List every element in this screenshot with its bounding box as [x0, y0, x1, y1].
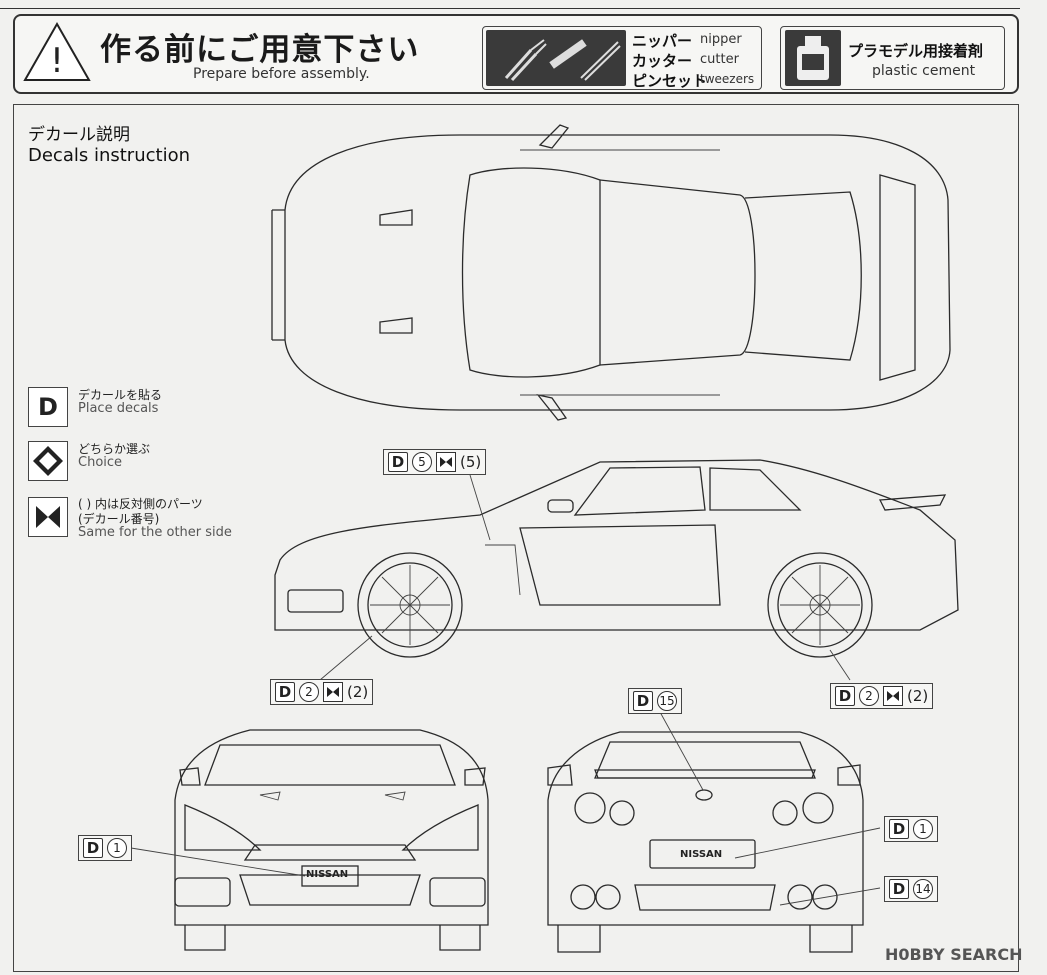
- svg-text:!: !: [50, 41, 64, 81]
- decal-frame: [13, 104, 1019, 972]
- cement-jp: プラモデル用接着剤: [848, 42, 984, 60]
- decal-number: 15: [657, 691, 677, 711]
- callout-side-mirror: D 5 (5): [383, 449, 487, 475]
- callout-rear-badge: D 1: [884, 816, 938, 842]
- prep-title: 作る前にご用意下さい: [100, 32, 420, 68]
- legend-mirror-jp2: (デカール番号): [78, 512, 160, 526]
- decal-icon: D: [388, 452, 408, 472]
- tool-nipper-jp: ニッパー: [632, 32, 693, 50]
- cement-en: plastic cement: [872, 63, 976, 79]
- glue-bottle-icon: [797, 36, 829, 80]
- other-side-number: (2): [907, 687, 929, 705]
- warning-icon: !: [23, 21, 91, 81]
- callout-front-badge: D 1: [78, 835, 132, 861]
- mirror-side-icon: [36, 506, 60, 528]
- legend-mirror-icon: [28, 497, 68, 537]
- car-rear-view: [547, 711, 881, 953]
- tools-box: [482, 26, 762, 90]
- tool-nipper-en: nipper: [700, 32, 742, 47]
- decal-icon: D: [275, 682, 295, 702]
- other-side-number: (5): [460, 453, 482, 471]
- watermark: H0BBY SEARCH: [885, 945, 1023, 964]
- cement-illustration: [785, 30, 841, 86]
- decal-number: 2: [299, 682, 319, 702]
- legend-choice-jp: どちらか選ぶ: [78, 442, 151, 456]
- choice-arrows-icon: [33, 446, 63, 476]
- sheet-top-border: [0, 0, 1020, 9]
- decal-number: 1: [913, 819, 933, 839]
- decal-icon: D: [889, 819, 909, 839]
- cement-box: [780, 26, 1005, 90]
- legend-mirror-en: Same for the other side: [78, 525, 232, 540]
- decal-icon: D: [633, 691, 653, 711]
- legend-decal-en: Place decals: [78, 401, 159, 416]
- callout-rear-wheel: D 2 (2): [830, 683, 934, 709]
- decal-icon: D: [835, 686, 855, 706]
- mirror-side-icon: [436, 452, 456, 472]
- mirror-side-icon: [323, 682, 343, 702]
- tools-illustration: [486, 30, 626, 86]
- legend-mirror-jp: ( ) 内は反対側のパーツ: [78, 497, 203, 511]
- decal-icon: D: [889, 879, 909, 899]
- car-front-view: [130, 729, 489, 951]
- legend-choice-icon: [28, 441, 68, 481]
- car-top-view: [271, 124, 951, 421]
- tool-cutter-jp: カッター: [632, 52, 693, 70]
- decal-number: 1: [107, 838, 127, 858]
- legend-decal-symbol: D: [38, 393, 58, 421]
- front-nissan-badge: NISSAN: [306, 869, 349, 880]
- section-title-en: Decals instruction: [28, 145, 190, 166]
- section-title-jp: デカール説明: [28, 125, 130, 145]
- legend-choice-en: Choice: [78, 455, 123, 470]
- car-side-view: [274, 459, 959, 681]
- tool-tweezers-jp: ピンセット: [632, 72, 708, 90]
- decal-number: 2: [859, 686, 879, 706]
- decal-number: 14: [913, 879, 933, 899]
- nipper-cutter-tweezers-icon: [504, 39, 621, 82]
- other-side-number: (2): [347, 683, 369, 701]
- mirror-side-icon: [883, 686, 903, 706]
- rear-nissan-badge: NISSAN: [680, 849, 723, 860]
- decal-number: 5: [412, 452, 432, 472]
- legend-decal-icon: D: [28, 387, 68, 427]
- prep-subtitle: Prepare before assembly.: [193, 66, 370, 82]
- legend-decal-jp: デカールを貼る: [78, 388, 163, 402]
- callout-front-wheel: D 2 (2): [270, 679, 374, 705]
- tool-cutter-en: cutter: [700, 52, 739, 67]
- tool-tweezers-en: tweezers: [700, 72, 755, 86]
- decal-icon: D: [83, 838, 103, 858]
- callout-rear-exhaust: D 14: [884, 876, 938, 902]
- callout-rear-emblem: D 15: [628, 688, 682, 714]
